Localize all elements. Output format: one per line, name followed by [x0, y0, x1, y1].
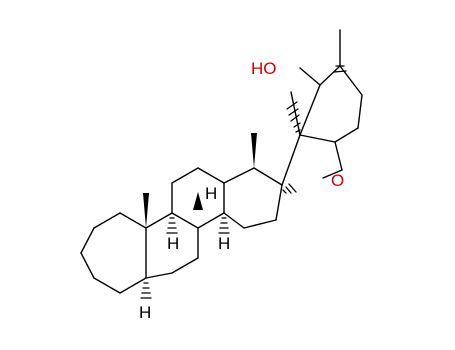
atom-label-h14: H	[218, 234, 230, 253]
stereo-hashes	[140, 65, 347, 299]
ring-a	[80, 212, 147, 294]
ring-e	[281, 134, 343, 186]
atom-label-o: O	[331, 171, 344, 190]
atom-label-h5: H	[139, 303, 151, 322]
atom-labels: HO O H H H H	[139, 59, 344, 322]
ring-c	[171, 167, 225, 229]
atom-label-h8: H	[205, 184, 217, 203]
ring-b	[145, 212, 199, 279]
atom-label-h9: H	[167, 234, 179, 253]
ring-d	[223, 167, 283, 229]
atom-label-ho: HO	[251, 59, 277, 78]
ring-f	[290, 29, 363, 143]
stereo-wedges	[143, 133, 257, 228]
